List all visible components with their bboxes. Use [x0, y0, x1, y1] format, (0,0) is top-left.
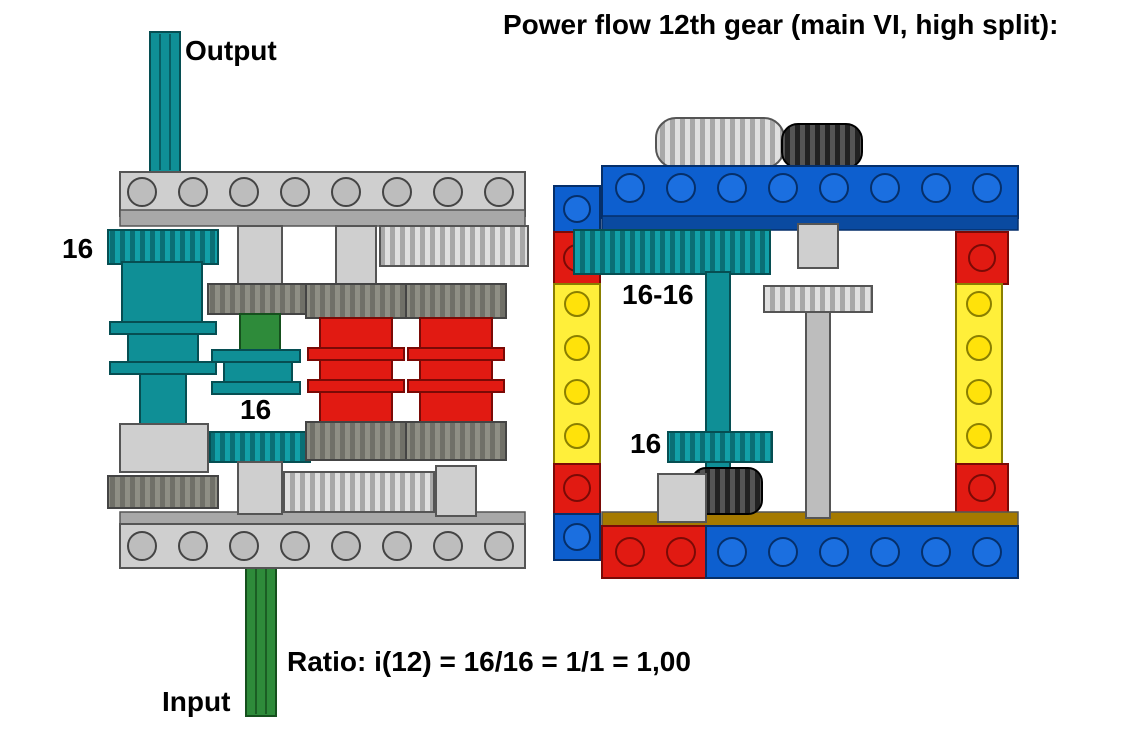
top-light-gear: [655, 117, 785, 169]
shaft-2-input: [207, 225, 311, 515]
gray-shaft: [763, 223, 873, 519]
output-label: Output: [185, 35, 277, 66]
top-black-gear: [781, 123, 863, 169]
input-label: Input: [162, 686, 231, 717]
bottom-beam-left: [119, 511, 526, 569]
top-beam-left: [119, 171, 526, 227]
shaft-4-red: [379, 225, 529, 517]
gear-label-left-top: 16: [62, 233, 94, 264]
input-shaft: [245, 565, 277, 717]
output-shaft: [149, 31, 181, 173]
shaft-1-teal: [107, 229, 219, 509]
shaft-3-red: [283, 225, 435, 513]
page-title: Power flow 12th gear (main VI, high spli…: [503, 9, 1059, 40]
gear-label-right-bottom: 16: [630, 428, 662, 459]
top-beam-right: [601, 165, 1019, 231]
teal-countershaft: [573, 229, 773, 523]
left-gearbox: [107, 31, 529, 717]
right-frame-column: [955, 231, 1009, 515]
right-gearbox: [553, 117, 1019, 579]
bottom-beam-right: [601, 511, 1019, 579]
ratio-label: Ratio: i(12) = 16/16 = 1/1 = 1,00: [287, 646, 691, 677]
gear-label-left-mid: 16: [240, 394, 272, 425]
gear-label-right-top: 16-16: [622, 279, 694, 310]
left-frame-column: [553, 185, 601, 561]
